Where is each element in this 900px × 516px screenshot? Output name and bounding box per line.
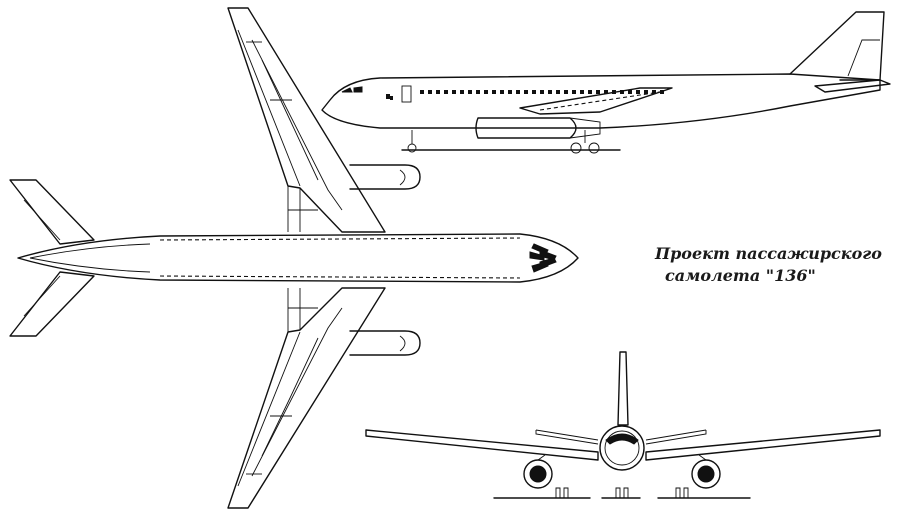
front-view-fuselage [599,425,645,471]
side-view-wing [519,87,673,115]
top-view-upper-tailplane [9,179,95,245]
side-view-fuselage [321,73,881,129]
front-view-vertical-tail [617,351,629,426]
top-view-upper-engine [349,164,421,190]
side-view-windows [420,90,664,94]
top-view-lower-wing [227,287,386,509]
top-view [9,7,579,509]
caption-line-1: Проект пассажирского [655,244,882,263]
caption-line-2: самолета "136" [665,266,816,285]
front-view [365,351,881,499]
front-view-left-wing [365,429,599,461]
front-view-right-wing [645,429,881,461]
top-view-lower-tailplane [9,271,95,337]
side-view-vertical-tail [789,11,885,81]
drawing-caption: Проект пассажирского самолета "136" [655,243,895,287]
top-view-lower-engine [349,330,421,356]
top-view-fuselage [17,233,579,283]
side-view [321,11,891,154]
